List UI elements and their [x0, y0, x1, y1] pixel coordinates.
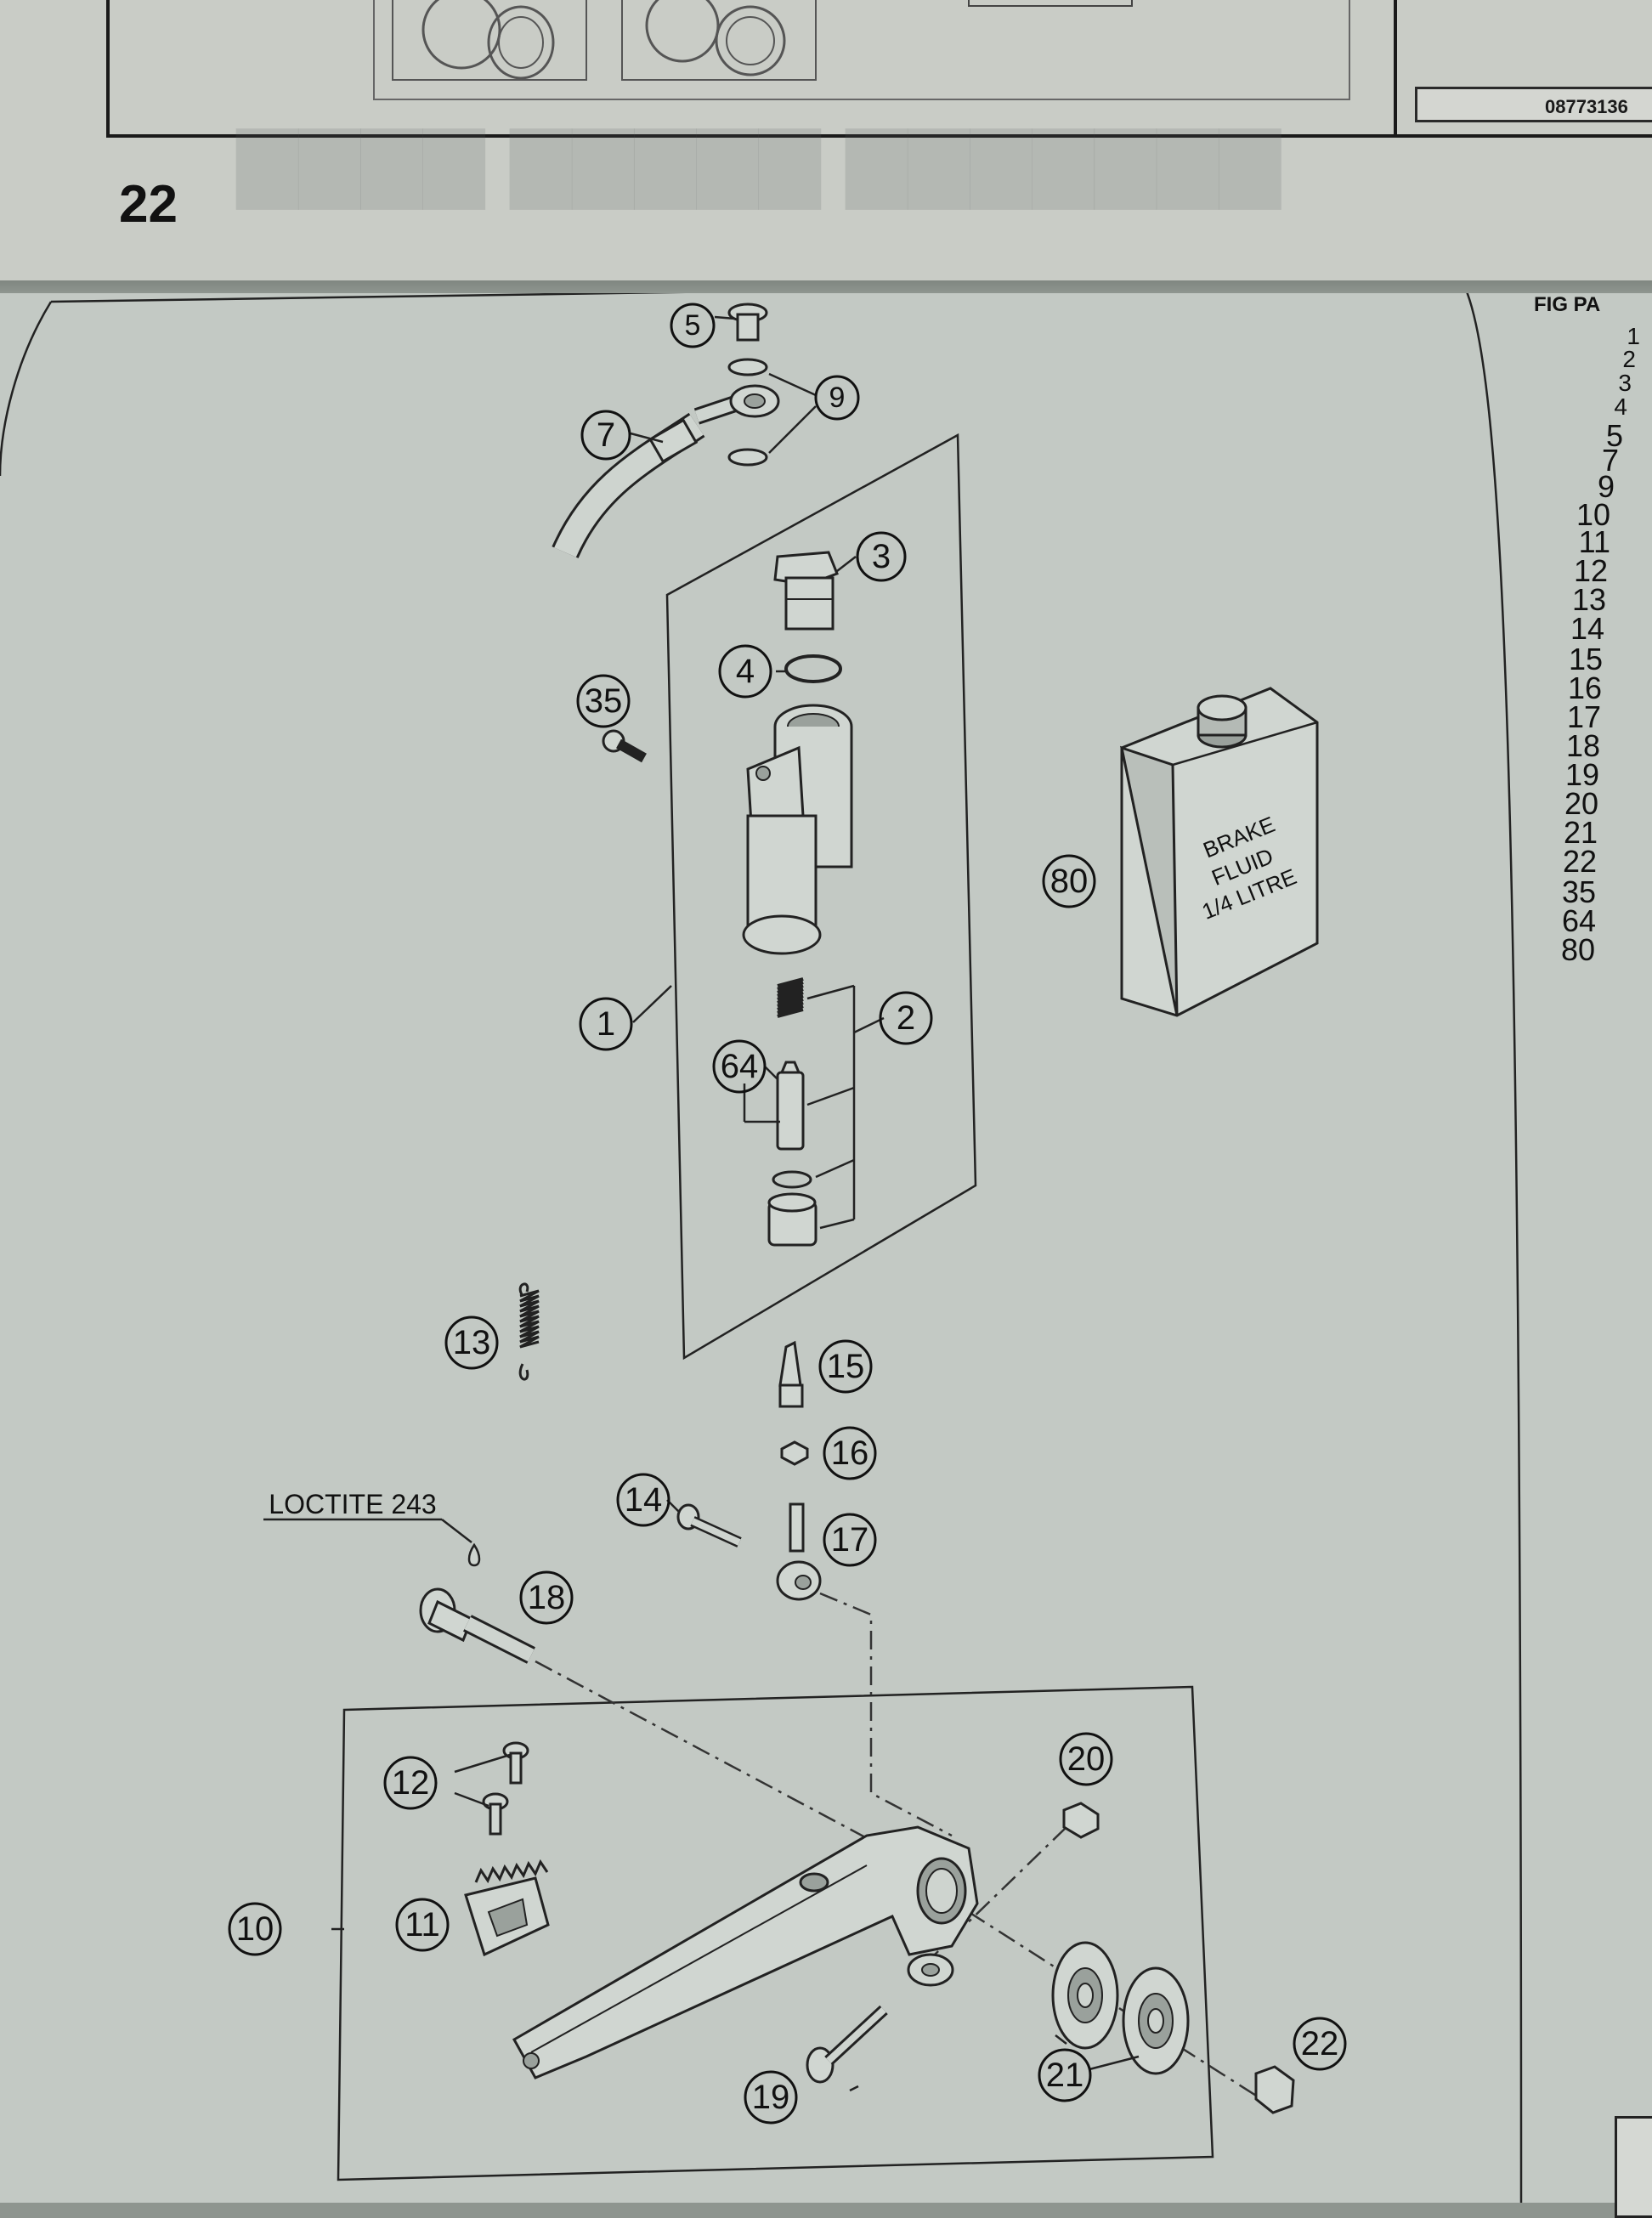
washer-9b [727, 448, 768, 467]
bolt-19 [806, 2005, 888, 2084]
callout-17: 17 [831, 1521, 869, 1559]
callout-18: 18 [528, 1579, 566, 1616]
fig-number: 17 [1566, 699, 1601, 734]
fig-number: 64 [1561, 903, 1596, 938]
assembly-line-18 [535, 1660, 919, 1867]
fig-column-header: FIG PA [1534, 293, 1601, 316]
piston-kit-2 [767, 977, 818, 1247]
return-spring-13 [518, 1282, 540, 1381]
fig-number: 35 [1561, 874, 1596, 909]
callout-35: 35 [585, 682, 623, 720]
assembly-line-axle [968, 1910, 1276, 2109]
callout-9: 9 [829, 382, 846, 414]
callout-3: 3 [872, 538, 891, 575]
fig-number: 19 [1564, 757, 1599, 792]
seal-illustration-2 [645, 0, 786, 76]
callouts: 5 9 7 3 4 35 80 1 2 64 13 15 16 [228, 303, 1347, 2125]
clevis-17 [776, 1502, 822, 1601]
callout-20: 20 [1067, 1740, 1106, 1778]
previous-figure-inset [373, 0, 1350, 100]
show-through-text: ▇▇▇▇ ▇▇▇▇▇ ▇▇▇▇▇▇▇ [238, 122, 1283, 207]
callout-14: 14 [625, 1481, 663, 1519]
assembly-line-17 [819, 1592, 953, 1837]
exploded-parts-diagram: BRAKE FLUID 1/4 LITRE LOCT [0, 293, 1523, 2203]
brake-pedal-box [337, 1685, 1214, 2181]
callout-22: 22 [1301, 2025, 1339, 2062]
page-right-edge [1466, 293, 1523, 2203]
fig-number: 15 [1568, 642, 1603, 676]
master-cylinder-box [665, 433, 977, 1361]
brake-hose-7 [552, 384, 780, 559]
callout-16: 16 [831, 1434, 869, 1472]
page-number: 22 [119, 175, 178, 234]
reservoir-cap-3 [773, 551, 839, 631]
page-left-curl [0, 301, 53, 477]
corner-box [1615, 2116, 1652, 2218]
seal-illustration-box-2 [621, 0, 817, 81]
fig-number: 20 [1564, 786, 1598, 821]
step-plate-11 [464, 1859, 550, 1957]
callout-1: 1 [597, 1005, 615, 1043]
bolt-18 [419, 1587, 535, 1664]
catalog-code: 08773136 [1415, 87, 1652, 122]
callout-19: 19 [752, 2079, 790, 2116]
fig-number: 4 [1614, 393, 1627, 420]
fig-number: 13 [1571, 582, 1606, 617]
o-ring-4 [784, 654, 842, 683]
bearings-21 [1051, 1941, 1190, 2075]
callout-7: 7 [597, 416, 615, 454]
nut-20 [1062, 1802, 1100, 1839]
bolts-12 [482, 1741, 529, 1836]
callout-2: 2 [897, 999, 915, 1037]
nut-22 [1254, 2065, 1295, 2114]
fig-number: 11 [1578, 524, 1610, 559]
fig-number: 12 [1573, 553, 1608, 588]
fig-number: 21 [1563, 815, 1598, 850]
master-cylinder-body-1 [742, 704, 853, 955]
fig-number: 1 [1627, 323, 1640, 349]
callout-13: 13 [453, 1324, 491, 1361]
seal-illustration-box [392, 0, 587, 81]
banjo-bolt-5 [727, 303, 768, 342]
previous-figure-frame [106, 0, 1652, 138]
parts-diagram-page: BRAKE FLUID 1/4 LITRE LOCT [0, 293, 1652, 2218]
fig-number: 7 [1601, 443, 1619, 478]
bolt-35 [602, 729, 647, 763]
callout-64: 64 [721, 1048, 759, 1085]
loctite-drop [467, 1542, 481, 1567]
fig-number: 22 [1562, 844, 1597, 879]
callout-15: 15 [827, 1348, 865, 1385]
fig-number: 3 [1618, 370, 1632, 396]
push-rod-15 [778, 1340, 804, 1408]
fig-number: 5 [1605, 418, 1623, 453]
fig-number: 18 [1565, 728, 1600, 763]
callout-11: 11 [405, 1906, 440, 1944]
callout-12: 12 [392, 1764, 430, 1802]
callout-5: 5 [685, 309, 701, 342]
top-column-divider [1394, 0, 1397, 138]
callout-21: 21 [1046, 2057, 1084, 2094]
brake-pedal-10 [512, 1825, 979, 2079]
washer-9a [727, 358, 768, 376]
loctite-label: LOCTITE 243 [269, 1489, 436, 1519]
page-top-edge [50, 293, 687, 303]
callout-80: 80 [1050, 863, 1089, 900]
fig-number: 80 [1560, 932, 1595, 967]
leader-lines [331, 315, 1140, 2092]
fig-number: 14 [1570, 611, 1604, 646]
fig-number: 2 [1622, 346, 1636, 372]
seal-illustration [421, 0, 555, 80]
bolt-14 [676, 1503, 742, 1548]
fig-number: 10 [1576, 497, 1610, 532]
fig-number: 16 [1567, 670, 1602, 705]
callout-10: 10 [236, 1910, 274, 1948]
fig-number: 9 [1597, 469, 1615, 504]
callout-4: 4 [736, 653, 755, 690]
brake-fluid-can-80: BRAKE FLUID 1/4 LITRE [1120, 687, 1319, 1017]
nut-16 [780, 1440, 809, 1466]
